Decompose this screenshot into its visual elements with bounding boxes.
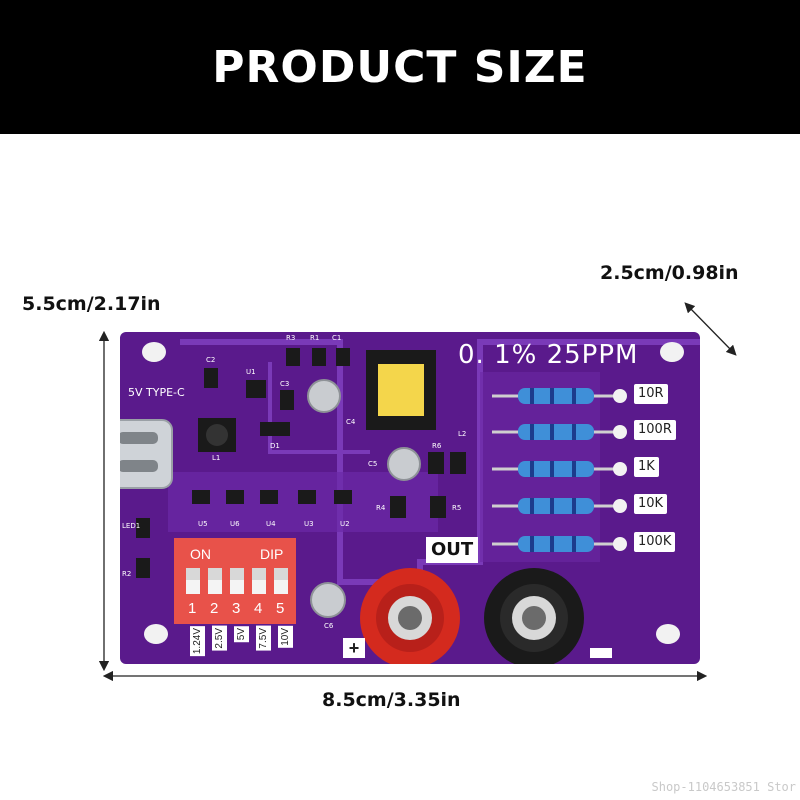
ref-r6: R6 [432,442,442,450]
ref-c1: C1 [332,334,342,342]
minus-terminal-mark [590,648,612,658]
pcb-artwork [120,332,700,664]
capacitor [307,379,341,413]
plus-terminal-label: + [343,638,365,658]
ref-r4: R4 [376,504,386,512]
depth-dimension-line [684,302,737,356]
ref-u6: U6 [230,520,240,528]
dip-on-label: ON [190,546,211,562]
ref-u4: U4 [266,520,276,528]
width-label: 8.5cm/3.35in [322,689,461,711]
ref-r1: R1 [310,334,320,342]
pcb-board: 0. 1% 25PPM 5V TYPE-C 10R 100R 1K 10K 10… [120,332,700,664]
dip-number-2: 2 [210,600,219,617]
resistor-label-1k: 1K [634,457,659,477]
resistor-label-100k: 100K [634,532,676,552]
ref-c3: C3 [280,380,290,388]
usb-input-label: 5V TYPE-C [128,386,185,399]
resistor-label-100r: 100R [634,420,676,440]
dip-number-4: 4 [254,600,263,617]
ref-r3: R3 [286,334,296,342]
title-banner: PRODUCT SIZE [0,0,800,134]
ref-r5: R5 [452,504,462,512]
voltage-label-10v: 10V [278,626,293,648]
dip-number-1: 1 [188,600,197,617]
dip-number-5: 5 [276,600,285,617]
mount-hole [660,342,684,362]
ref-led1: LED1 [122,522,141,530]
ref-l1: L1 [212,454,221,462]
voltage-label-1-24v: 1.24V [190,626,205,657]
mount-hole [144,624,168,644]
usb-c-connector [120,419,173,489]
shop-watermark: Shop-1104653851 Stor [651,780,797,794]
capacitor [387,447,421,481]
mount-hole [142,342,166,362]
ref-c4: C4 [346,418,356,426]
ref-l2: L2 [458,430,467,438]
dip-label: DIP [260,546,284,562]
out-label: OUT [426,537,479,563]
ref-c6: C6 [324,622,334,630]
depth-label: 2.5cm/0.98in [600,262,739,284]
resistor-label-10r: 10R [634,384,668,404]
capacitor [310,582,346,618]
ref-c5: C5 [368,460,378,468]
ref-d1: D1 [270,442,280,450]
banner-title: PRODUCT SIZE [212,41,588,93]
dip-number-3: 3 [232,600,241,617]
ref-u2: U2 [340,520,350,528]
ref-r2: R2 [122,570,132,578]
voltage-label-5v: 5V [234,626,249,643]
mount-hole [656,624,680,644]
height-label: 5.5cm/2.17in [22,293,161,315]
ref-u1: U1 [246,368,256,376]
ref-u5: U5 [198,520,208,528]
ref-u3: U3 [304,520,314,528]
accuracy-spec-label: 0. 1% 25PPM [458,340,639,370]
voltage-label-2-5v: 2.5V [212,626,227,651]
voltage-label-7-5v: 7.5V [256,626,271,651]
resistor-label-10k: 10K [634,494,668,514]
ref-c2: C2 [206,356,216,364]
precision-resistors [492,388,627,552]
